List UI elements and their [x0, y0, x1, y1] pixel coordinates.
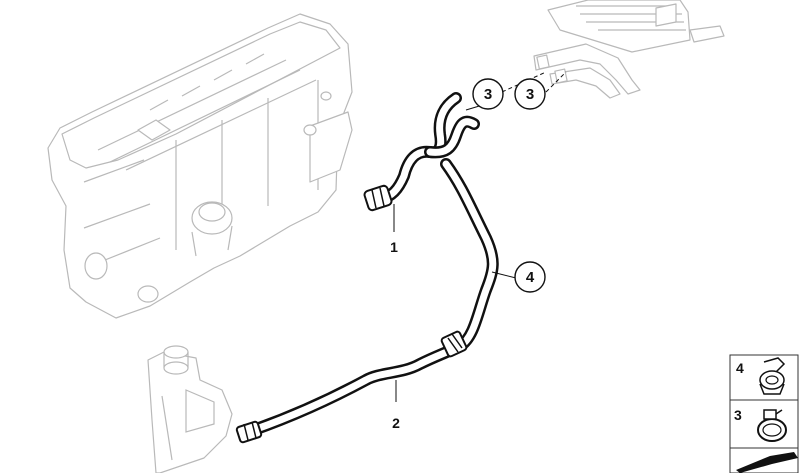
hose-segment-icon	[736, 452, 798, 473]
legend-item-extra	[729, 447, 799, 473]
legend-item-3-number: 3	[734, 407, 742, 423]
callout-3-right-text: 3	[526, 86, 534, 103]
legend-item-4[interactable]: 4	[729, 354, 799, 401]
legend-item-3[interactable]: 3	[729, 399, 799, 449]
part-label-1[interactable]: 1	[390, 239, 398, 255]
engine-block-illustration	[47, 13, 353, 319]
callout-4[interactable]: 4	[514, 261, 546, 293]
callout-3-right[interactable]: 3	[514, 78, 546, 110]
callout-4-text: 4	[526, 269, 535, 286]
hose-clamp-icon	[757, 409, 787, 442]
heater-core-illustration	[533, 0, 725, 99]
hose-clip-icon	[759, 357, 786, 395]
hose-part-1[interactable]	[363, 92, 480, 212]
callout-3-left-text: 3	[484, 86, 492, 103]
callout-3-left[interactable]: 3	[472, 78, 504, 110]
expansion-tank-illustration	[147, 345, 233, 473]
hose-part-2[interactable]	[235, 158, 499, 444]
legend-item-4-number: 4	[736, 360, 744, 376]
part-label-2[interactable]: 2	[392, 415, 400, 431]
